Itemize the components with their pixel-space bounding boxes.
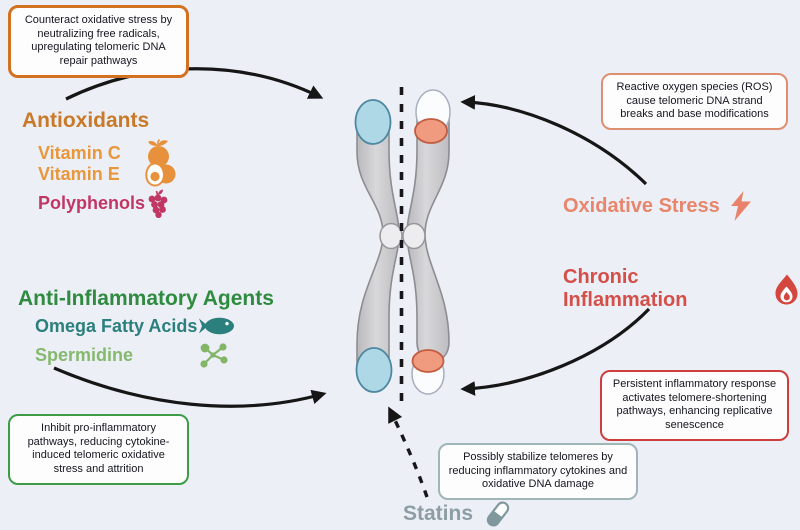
anti-inflammatory-heading: Anti-Inflammatory Agents [18,287,274,310]
chromosome-figure [354,89,451,395]
molecule-icon [198,340,228,370]
telomere-bottom-right-shortened [411,349,445,373]
annotation-box-inflammation-mechanism: Persistent inflammatory response activat… [600,370,789,441]
oxidative-stress-label: Oxidative Stress [563,194,720,217]
antioxidants-heading: Antioxidants [22,109,150,132]
arrow-inflammation-to-telomere [460,307,651,396]
oxidative-stress-label-row: Oxidative Stress [563,191,753,221]
polyphenols-label: Polyphenols [38,193,146,213]
statins-label-row: Statins [403,498,514,530]
annotation-box-statins-mechanism: Possibly stabilize telomeres by reducing… [438,443,638,500]
chronic-inflammation-label-row: Chronic Inflammation [563,266,800,312]
grapes-icon [145,189,171,218]
pill-icon [482,498,514,530]
annotation-box-ros-mechanism: Reactive oxygen species (ROS) cause telo… [601,73,788,130]
arrow-antioxidants-to-telomere [65,67,324,101]
annotation-box-antioxidant-mechanism: Counteract oxidative stress by neutraliz… [8,5,189,78]
arrow-oxidative-stress-to-telomere [460,95,648,186]
telomere-top-right-shortened [414,118,448,144]
spermidine-label: Spermidine [35,344,134,365]
avocado-icon [145,162,176,187]
vitamin-c-label: Vitamin C [38,142,121,163]
arrow-antiinflammatory-to-telomere [53,366,327,408]
arrow-statins-to-telomere-dashed [388,406,429,498]
centromere-left [379,222,403,250]
omega-fatty-acids-label: Omega Fatty Acids [35,315,198,336]
vitamin-e-label: Vitamin E [38,164,120,184]
lightning-icon [729,191,753,221]
annotation-box-antiinflammatory-mechanism: Inhibit pro-inflammatory pathways, reduc… [8,414,189,485]
statins-label: Statins [403,502,474,525]
list-item-vitamin-e: Vitamin E [38,162,176,187]
orange-fruit-icon [145,138,172,168]
list-item-polyphenols: Polyphenols [38,189,171,218]
telomere-top-left-intact [354,99,392,145]
list-item-vitamin-c: Vitamin C [38,138,172,168]
list-item-omega-fatty-acids: Omega Fatty Acids [35,315,235,337]
telomere-bottom-left-intact [355,347,393,393]
list-item-spermidine: Spermidine [35,340,228,370]
chronic-inflammation-label: Chronic Inflammation [563,266,688,311]
fish-icon [198,315,235,337]
centromere-right [402,222,426,250]
flame-icon [773,274,800,305]
